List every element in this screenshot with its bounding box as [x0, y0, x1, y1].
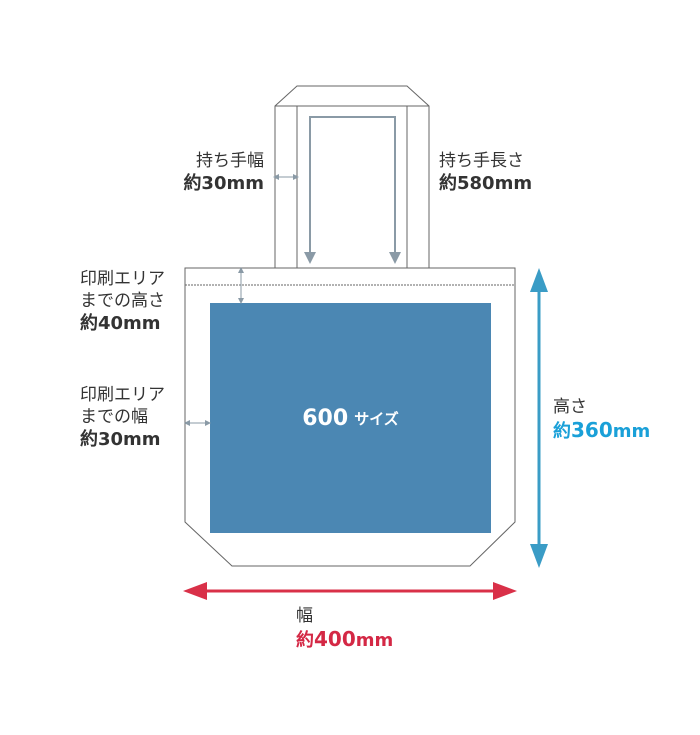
height-arrow [530, 268, 548, 568]
print-size-number: 600 [302, 405, 349, 431]
handle-length-label: 持ち手長さ 約580mm [439, 150, 532, 196]
handle-outline [274, 85, 430, 268]
handle-length-guide [304, 116, 401, 264]
print-margin-side-value: 約30mm [80, 429, 161, 450]
bag-height-value: 約360mm [553, 418, 651, 442]
bag-width-title: 幅 [296, 606, 313, 626]
print-margin-top-label: 印刷エリア までの高さ 約40mm [80, 268, 165, 336]
handle-inner-outline [296, 105, 408, 268]
print-margin-top-line2: までの高さ [80, 291, 165, 311]
handle-width-value: 約30mm [183, 173, 264, 194]
print-size-word: サイズ [354, 409, 399, 428]
print-margin-side-label: 印刷エリア までの幅 約30mm [80, 384, 165, 452]
bag-height-title: 高さ [553, 397, 587, 417]
bag-height-label: 高さ 約360mm [553, 396, 650, 444]
print-margin-top-line1: 印刷エリア [80, 269, 165, 289]
print-margin-side-line1: 印刷エリア [80, 385, 165, 405]
print-margin-top-value: 約40mm [80, 313, 161, 334]
print-area-label: 600 サイズ [210, 303, 491, 533]
width-arrow [183, 582, 517, 600]
handle-length-value: 約580mm [439, 173, 533, 194]
handle-width-label: 持ち手幅 約30mm [183, 150, 264, 196]
handle-width-title: 持ち手幅 [196, 151, 264, 171]
handle-length-title: 持ち手長さ [439, 151, 524, 171]
print-margin-side-line2: までの幅 [80, 407, 148, 427]
bag-width-value: 約400mm [296, 627, 394, 651]
print-area [210, 303, 491, 533]
bag-width-label: 幅 約400mm [296, 605, 393, 653]
